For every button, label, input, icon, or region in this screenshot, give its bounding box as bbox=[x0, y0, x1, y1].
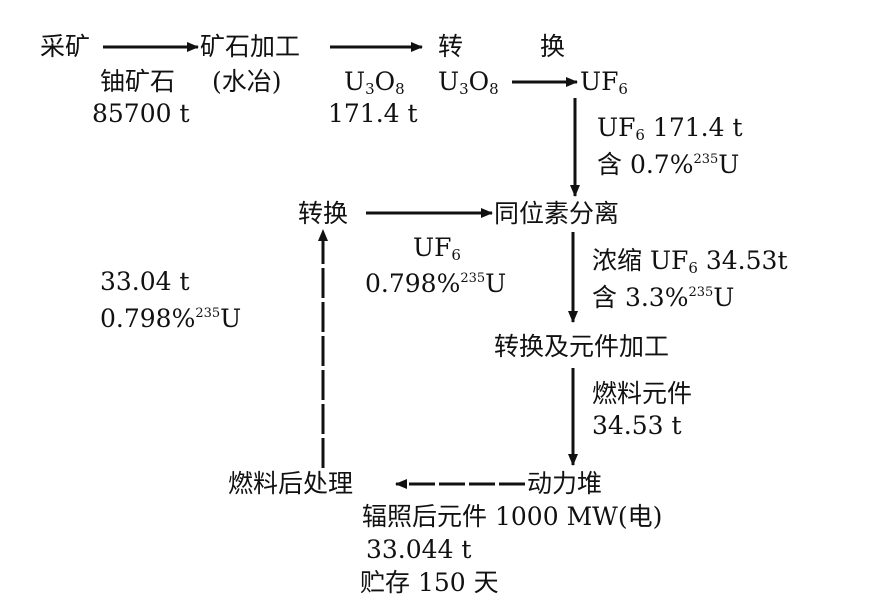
node-conversion-2: 转换 bbox=[298, 199, 349, 228]
label-ore: 铀矿石 bbox=[100, 67, 176, 96]
label-feed-content: 含 0.7%235U bbox=[597, 150, 740, 179]
label-milling: (水冶) bbox=[212, 67, 282, 96]
label-irradiated-mass: 33.044 t bbox=[366, 535, 472, 564]
label-storage: 贮存 150 天 bbox=[360, 568, 499, 597]
node-isotope-separation: 同位素分离 bbox=[494, 199, 620, 228]
label-u3o8-a: U3O8 bbox=[344, 67, 405, 99]
label-recycle-mass: 33.04 t bbox=[100, 267, 190, 296]
label-power: 1000 MW(电) bbox=[495, 502, 663, 531]
node-reprocessing: 燃料后处理 bbox=[228, 469, 354, 498]
label-recycle-content: 0.798%235U bbox=[100, 304, 242, 333]
label-tails-uf6: UF6 bbox=[413, 233, 461, 265]
label-tails-content: 0.798%235U bbox=[365, 269, 507, 298]
label-enriched-content: 含 3.3%235U bbox=[592, 283, 735, 312]
label-fuel-mass: 34.53 t bbox=[592, 411, 682, 440]
label-ore-mass: 85700 t bbox=[92, 99, 190, 128]
node-power-reactor: 动力堆 bbox=[527, 469, 603, 498]
node-conversion-1a: 转 bbox=[438, 32, 464, 61]
label-irradiated: 辐照后元件 bbox=[362, 502, 488, 531]
node-mining: 采矿 bbox=[40, 32, 91, 61]
node-fuel-fabrication: 转换及元件加工 bbox=[494, 332, 670, 361]
label-feed: UF6 171.4 t bbox=[597, 113, 743, 145]
label-enriched: 浓缩 UF6 34.53t bbox=[592, 246, 788, 278]
node-ore-processing: 矿石加工 bbox=[200, 32, 301, 61]
label-u3o8-mass: 171.4 t bbox=[328, 99, 418, 128]
label-u3o8-b: U3O8 bbox=[438, 67, 499, 99]
label-fuel-elements: 燃料元件 bbox=[592, 379, 693, 408]
node-conversion-1b: 换 bbox=[540, 32, 566, 61]
label-uf6: UF6 bbox=[580, 67, 628, 99]
